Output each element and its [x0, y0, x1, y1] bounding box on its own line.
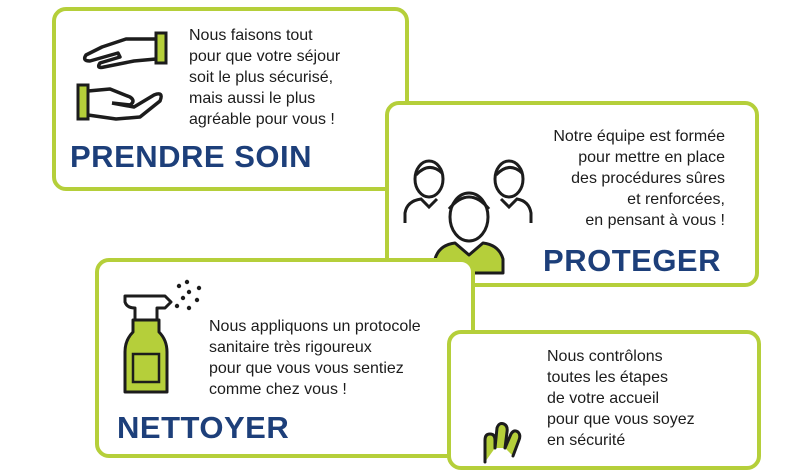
card-proteger: Notre équipe est formée pour mettre en p… — [385, 101, 759, 287]
checking-hand-icon — [483, 422, 522, 464]
card-title: NETTOYER — [117, 410, 290, 445]
card-text: Nous appliquons un protocole sanitaire t… — [209, 318, 421, 398]
card-controle: Nous contrôlons toutes les étapes de vot… — [447, 330, 761, 470]
card-title: PROTEGER — [543, 243, 721, 278]
card-text: Notre équipe est formée pour mettre en p… — [553, 128, 725, 229]
card-nettoyer: Nous appliquons un protocole sanitaire t… — [95, 258, 475, 458]
card-text: Nous faisons tout pour que votre séjour … — [189, 27, 341, 128]
spray-bottle-icon — [123, 279, 202, 394]
card-title: PRENDRE SOIN — [70, 139, 312, 174]
caring-hands-icon — [76, 31, 168, 121]
card-prendre-soin: Nous faisons tout pour que votre séjour … — [52, 7, 409, 191]
card-text: Nous contrôlons toutes les étapes de vot… — [547, 348, 695, 449]
